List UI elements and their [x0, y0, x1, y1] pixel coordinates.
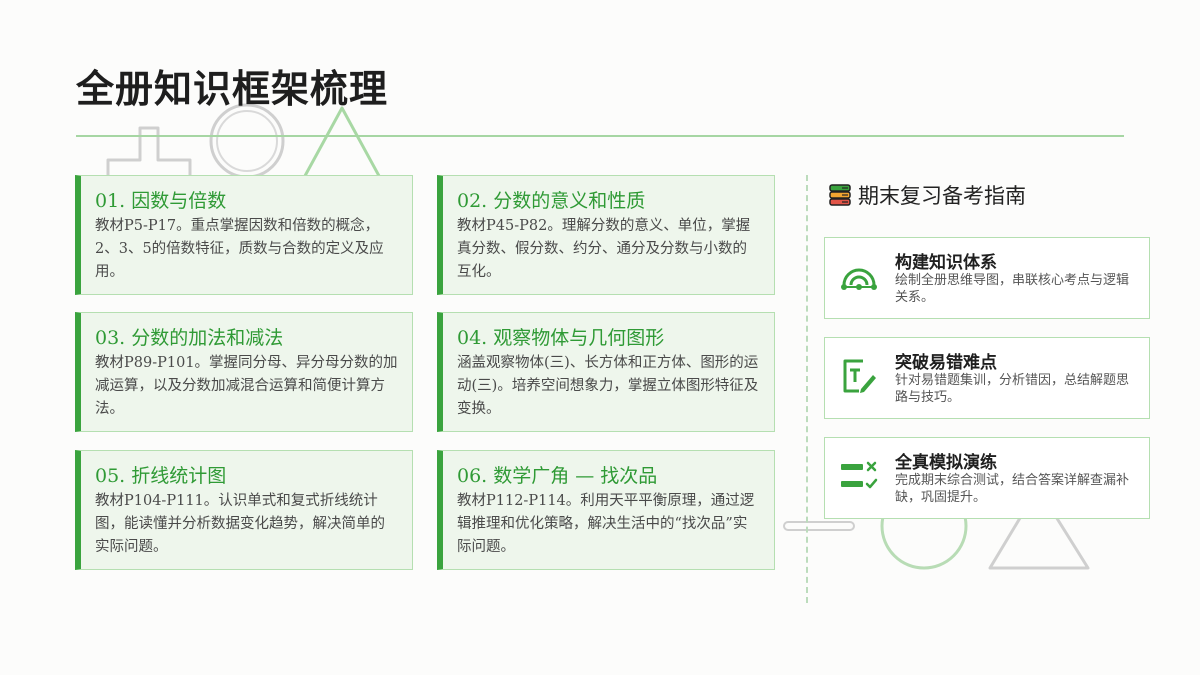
module-title: 因数与倍数: [131, 190, 227, 212]
module-card-heading: 02.分数的意义和性质: [457, 189, 760, 213]
module-description: 教材P45-P82。理解分数的意义、单位，掌握真分数、假分数、约分、通分及分数与…: [457, 218, 751, 280]
module-card-1: 01.因数与倍数 教材P5-P17。重点掌握因数和倍数的概念，2、3、5的倍数特…: [75, 175, 413, 295]
module-title: 折线统计图: [131, 465, 227, 487]
column-divider: [806, 175, 808, 603]
guide-card-3: 全真模拟演练 完成期末综合测试，结合答案详解查漏补缺，巩固提升。: [824, 437, 1150, 519]
module-description: 教材P5-P17。重点掌握因数和倍数的概念，2、3、5的倍数特征，质数与合数的定…: [95, 218, 384, 280]
title-underline: [76, 135, 1124, 137]
module-number: 06.: [457, 465, 488, 487]
guide-item-desc: 针对易错题集训，分析错因，总结解题思路与技巧。: [895, 373, 1130, 405]
guide-item-title: 构建知识体系: [895, 253, 997, 273]
module-number: 01.: [95, 190, 126, 212]
module-card-6: 06.数学广角 — 找次品 教材P112-P114。利用天平平衡原理，通过逻辑推…: [437, 450, 775, 570]
text-edit-icon: [843, 359, 876, 393]
mind-map-icon: [841, 268, 877, 290]
module-card-heading: 06.数学广角 — 找次品: [457, 464, 760, 488]
module-card-heading: 03.分数的加法和减法: [95, 326, 398, 350]
module-title: 分数的意义和性质: [493, 190, 646, 212]
module-card-heading: 04.观察物体与几何图形: [457, 326, 760, 350]
module-card-heading: 05.折线统计图: [95, 464, 398, 488]
guide-item-title: 全真模拟演练: [895, 453, 997, 473]
module-title: 数学广角 — 找次品: [493, 465, 658, 487]
module-card-4: 04.观察物体与几何图形 涵盖观察物体(三)、长方体和正方体、图形的运动(三)。…: [437, 312, 775, 432]
checklist-icon: [841, 461, 878, 489]
guide-card-2: 突破易错难点 针对易错题集训，分析错因，总结解题思路与技巧。: [824, 337, 1150, 419]
module-title: 观察物体与几何图形: [493, 327, 665, 349]
guide-title: 期末复习备考指南: [858, 184, 1026, 208]
module-description: 涵盖观察物体(三)、长方体和正方体、图形的运动(三)。培养空间想象力，掌握立体图…: [457, 355, 759, 417]
guide-card-1: 构建知识体系 绘制全册思维导图，串联核心考点与逻辑关系。: [824, 237, 1150, 319]
guide-item-desc: 完成期末综合测试，结合答案详解查漏补缺，巩固提升。: [895, 473, 1130, 505]
module-number: 04.: [457, 327, 488, 349]
books-icon: [829, 184, 851, 206]
module-title: 分数的加法和减法: [131, 327, 284, 349]
module-card-3: 03.分数的加法和减法 教材P89-P101。掌握同分母、异分母分数的加减运算，…: [75, 312, 413, 432]
module-number: 02.: [457, 190, 488, 212]
module-description: 教材P89-P101。掌握同分母、异分母分数的加减运算，以及分数加减混合运算和简…: [95, 355, 398, 417]
guide-item-desc: 绘制全册思维导图，串联核心考点与逻辑关系。: [895, 273, 1130, 305]
module-card-5: 05.折线统计图 教材P104-P111。认识单式和复式折线统计图，能读懂并分析…: [75, 450, 413, 570]
module-card-heading: 01.因数与倍数: [95, 189, 398, 213]
module-description: 教材P104-P111。认识单式和复式折线统计图，能读懂并分析数据变化趋势，解决…: [95, 493, 385, 555]
module-description: 教材P112-P114。利用天平平衡原理，通过逻辑推理和优化策略，解决生活中的“…: [457, 493, 755, 555]
page-title: 全册知识框架梳理: [76, 66, 389, 111]
module-number: 03.: [95, 327, 126, 349]
module-number: 05.: [95, 465, 126, 487]
module-card-2: 02.分数的意义和性质 教材P45-P82。理解分数的意义、单位，掌握真分数、假…: [437, 175, 775, 295]
guide-heading: 期末复习备考指南: [828, 180, 1026, 210]
guide-item-title: 突破易错难点: [895, 353, 997, 373]
